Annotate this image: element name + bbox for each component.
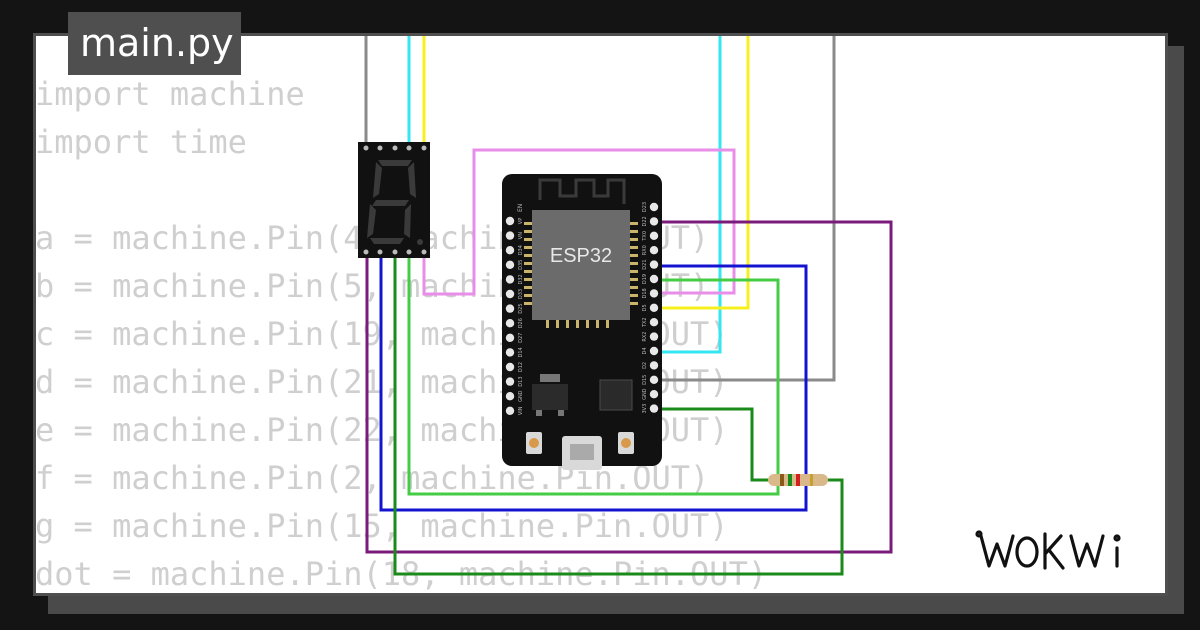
header-pin[interactable] [649,260,659,269]
pin-label: VP [518,218,524,224]
bottom-shadow-strip [48,596,1184,614]
header-pin[interactable] [649,231,659,240]
header-pin[interactable] [505,289,515,299]
file-tab[interactable]: main.py [68,12,241,75]
pin-label: TX0 [642,231,648,242]
wire-gray-right [654,36,836,382]
header-pin[interactable] [505,319,515,328]
wire-darkgreen-gnd [654,407,772,482]
wire-purple [365,220,893,554]
header-pin[interactable] [649,217,659,226]
header-pin[interactable] [649,303,659,312]
code-line: f = machine.Pin(2, machine.Pin.OUT) [35,459,710,497]
header-pin[interactable] [649,246,659,255]
header-pin[interactable] [505,216,515,226]
pin-label: RX2 [642,332,648,342]
code-line: import time [35,123,247,161]
pin-label: GND [642,388,648,400]
header-pin[interactable] [649,375,659,384]
pin-label: D23 [642,202,648,212]
esp32-board[interactable]: ESP32 EN [502,174,662,470]
pin-label: D14 [518,347,524,357]
header-pin[interactable] [649,346,659,356]
pin-label: D19 [642,274,648,284]
seven-segment-display[interactable] [358,142,430,258]
pin-label: D4 [642,347,648,354]
pin-label: D26 [518,318,524,328]
pin-label: D5 [642,304,648,311]
header-pin[interactable] [649,332,659,341]
wire-pink [422,148,736,296]
header-pin[interactable] [649,289,659,298]
header-pin[interactable] [505,304,515,313]
pin-label: D35 [518,260,524,270]
header-pin[interactable] [649,318,659,327]
header-pin[interactable] [505,362,515,372]
pin-label: D22 [642,216,648,226]
pin-label: 3V3 [642,404,648,414]
header-pin[interactable] [649,202,659,212]
header-pin[interactable] [505,231,515,240]
en-label: EN [517,204,524,212]
header-pin[interactable] [649,274,659,284]
wire-lightgreen [407,252,780,496]
pin-label: D21 [642,259,648,269]
pin-label: D15 [642,375,648,385]
pin-label: D13 [518,376,524,386]
header-pin[interactable] [649,390,659,399]
header-pin[interactable] [505,275,515,284]
pin-label: D33 [518,289,524,299]
code-line: g = machine.Pin(15, machine.Pin.OUT) [35,507,729,545]
pin-label: D34 [518,245,524,255]
esp32-module [532,210,630,320]
pin-label: D25 [518,303,524,313]
header-pin[interactable] [505,333,515,342]
wire-darkgreen-common [393,252,844,576]
right-shadow-strip [1168,46,1184,614]
header-pin[interactable] [649,361,659,370]
pin-label: VN [518,232,524,239]
code-line: import machine [35,75,305,113]
resistor[interactable] [768,474,828,486]
header-pin[interactable] [505,406,515,415]
header-pin[interactable] [505,260,515,269]
pin-label: D18 [642,288,648,298]
pin-label: VIN [518,406,524,415]
header-pin[interactable] [505,348,515,357]
header-pin[interactable] [505,392,515,401]
pin-label: D32 [518,274,524,284]
pin-label: D2 [642,362,648,369]
pin-label: RX0 [642,245,648,255]
header-pin[interactable] [505,377,515,386]
header-pin[interactable] [649,404,659,413]
pin-label: TX2 [642,317,648,328]
chip-label: ESP32 [550,245,612,267]
pin-label: D27 [518,333,524,343]
header-pin[interactable] [505,246,515,255]
pin-label: GND [518,390,524,402]
wire-cyan-right [654,36,722,354]
wire-yellow-right [654,36,750,310]
wire-blue [379,252,808,512]
wokwi-logo [975,530,1121,570]
pin-label: D12 [518,362,524,372]
